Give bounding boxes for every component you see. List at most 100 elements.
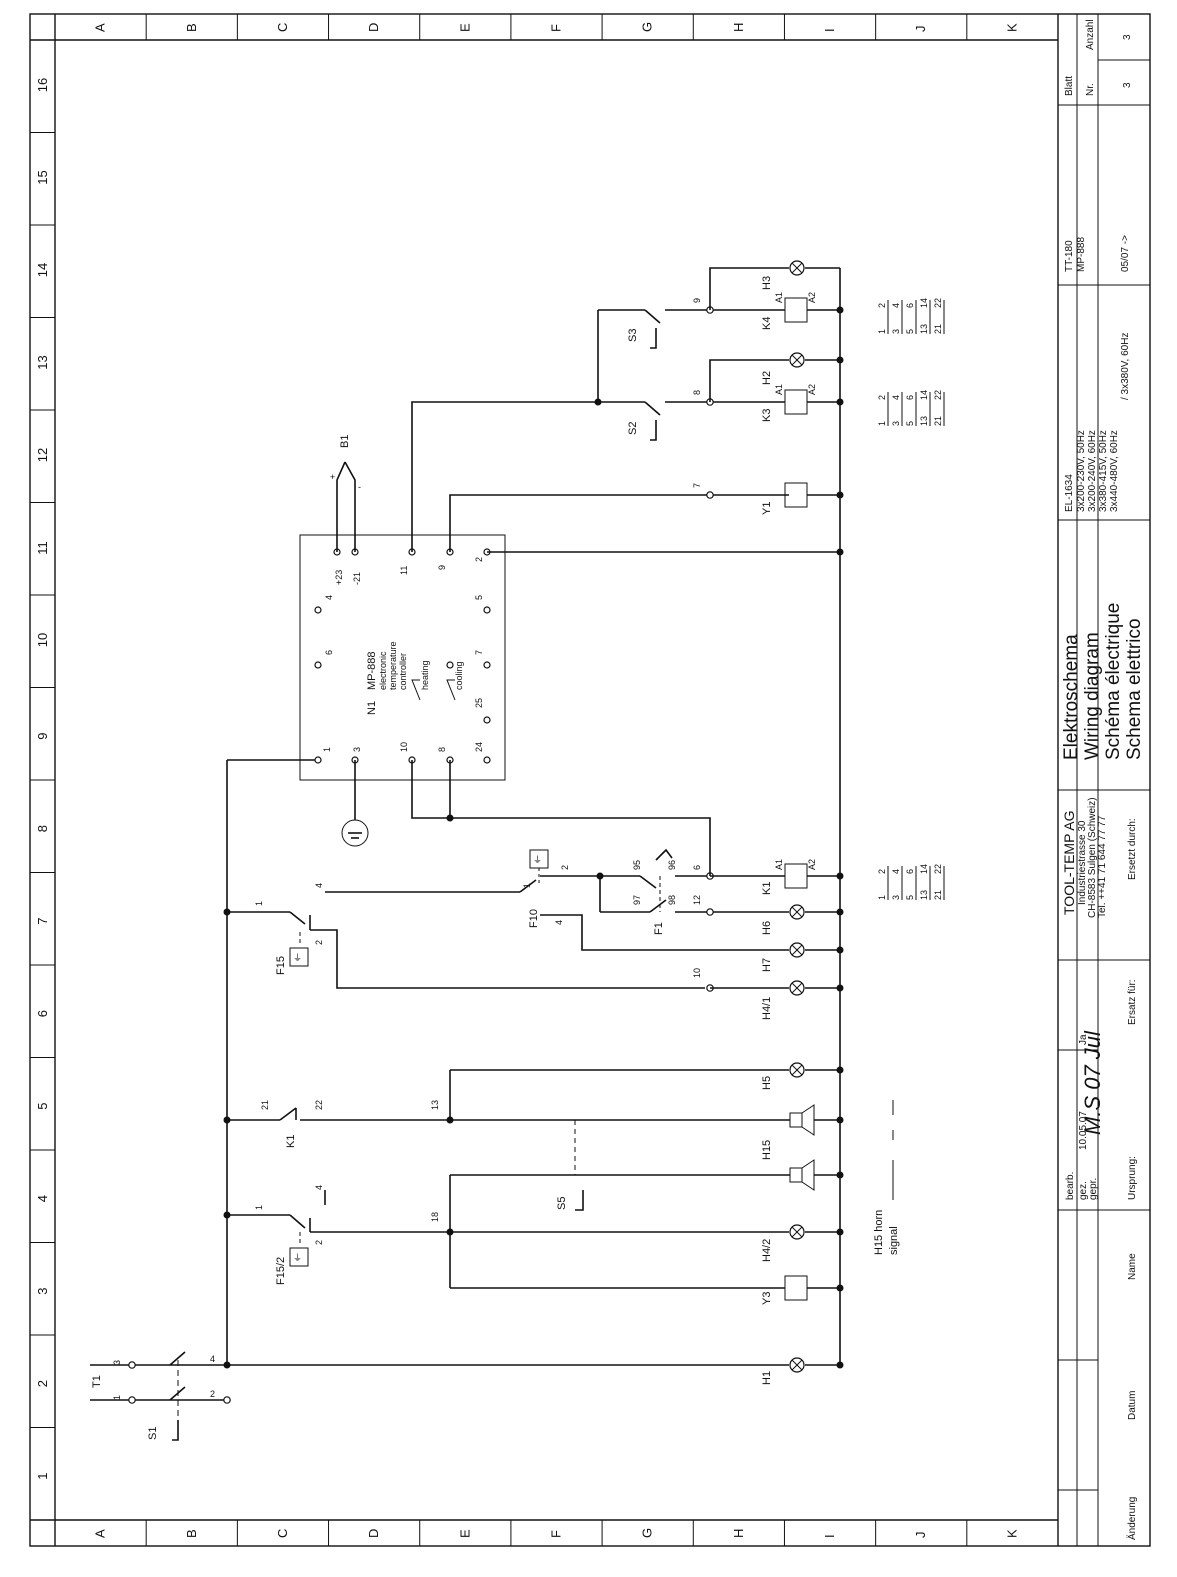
k1-a2: A2 — [807, 859, 817, 870]
aenderung-label: Änderung — [1126, 1497, 1138, 1540]
contact-13: 13 — [919, 890, 929, 900]
grid-row-bottom-D: D — [366, 1529, 381, 1538]
bearb-label: bearb. — [1065, 1172, 1076, 1200]
datum-label: Datum — [1127, 1391, 1138, 1420]
voltage-alt: / 3x380V, 60Hz — [1120, 333, 1131, 400]
wire-9: 9 — [692, 298, 702, 303]
contact-13: 13 — [919, 324, 929, 334]
wire-12: 12 — [692, 895, 702, 905]
wire-21: 21 — [260, 1100, 270, 1110]
grid-col-16: 16 — [35, 78, 50, 92]
wire-3: 3 — [112, 1360, 122, 1365]
circuit-k1-nc: K1 21 22 13 H5 — [223, 1062, 844, 1148]
label-s2: S2 — [627, 422, 639, 435]
grid-col-1: 1 — [35, 1473, 50, 1480]
contact-1: 1 — [877, 421, 887, 426]
grid-col-9: 9 — [35, 733, 50, 740]
label-h15: H15 — [761, 1140, 773, 1160]
wire-7: 7 — [692, 483, 702, 488]
contact-1: 1 — [877, 895, 887, 900]
n1-term-4: 4 — [324, 595, 334, 600]
wire-2d: 2 — [560, 865, 570, 870]
gepr-label: gepr. — [1088, 1178, 1099, 1200]
label-f1: F1 — [653, 922, 665, 935]
n1-term-24: 24 — [474, 742, 484, 752]
initials: Ja — [1078, 1034, 1089, 1045]
grid-col-11: 11 — [35, 541, 50, 555]
wire-2c: 2 — [314, 940, 324, 945]
grid-col-7: 7 — [35, 918, 50, 925]
wire-8: 8 — [692, 390, 702, 395]
wire-4c: 4 — [314, 883, 324, 888]
contact-4: 4 — [891, 869, 901, 874]
contact-21: 21 — [933, 416, 943, 426]
n1-term-11: 11 — [399, 566, 409, 575]
grid-row-bottom-A: A — [93, 1529, 108, 1538]
label-f15: F15 — [275, 956, 287, 975]
n1-term-25: 25 — [474, 698, 484, 708]
grid-row-bottom-H: H — [731, 1529, 746, 1538]
sheet-nr-label: Nr. — [1085, 83, 1096, 96]
title-en: Wiring diagram — [1082, 632, 1103, 760]
voltage-2: 3x200-240V, 60Hz — [1087, 430, 1098, 512]
sheet-count-value: 3 — [1122, 34, 1133, 40]
grid-row-I: I — [822, 28, 837, 32]
label-h7: H7 — [761, 958, 773, 972]
grid-row-A: A — [93, 23, 108, 32]
grid-row-K: K — [1004, 23, 1019, 32]
wire-10: 10 — [692, 968, 702, 978]
label-b1: B1 — [339, 435, 351, 448]
label-f10: F10 — [528, 909, 540, 928]
grid-col-15: 15 — [35, 170, 50, 184]
k4-a1: A1 — [774, 292, 784, 303]
outer-frame — [29, 13, 1151, 1547]
wire-4d: 4 — [554, 920, 564, 925]
n1-term-7: 7 — [474, 650, 484, 655]
model-tt180: TT-180 — [1064, 240, 1075, 272]
valve-y1: 7 Y1 — [692, 482, 844, 515]
sheet-nr-value: 3 — [1122, 82, 1133, 88]
grid-row-J: J — [913, 26, 928, 33]
label-h5: H5 — [761, 1076, 773, 1090]
wire-2b: 2 — [314, 1240, 324, 1245]
lamp-h1: H1 — [227, 1357, 844, 1385]
gez-label: gez. — [1078, 1181, 1089, 1200]
contact-3: 3 — [891, 895, 901, 900]
validity: 05/07 -> — [1120, 235, 1131, 272]
ersatz-fuer: Ersatz für: — [1127, 979, 1138, 1025]
wire-1c: 1 — [254, 901, 264, 906]
heating-label: heating — [420, 660, 430, 690]
label-k1-coil: K1 — [761, 882, 773, 895]
contact-14: 14 — [919, 864, 929, 874]
grid-row-D: D — [366, 23, 381, 32]
grid-col-4: 4 — [35, 1195, 50, 1202]
n1-term-3: 3 — [352, 747, 362, 752]
grid-col-13: 13 — [35, 355, 50, 369]
grid-col-14: 14 — [35, 263, 50, 277]
wire-97: 97 — [632, 895, 642, 905]
contact-4: 4 — [891, 303, 901, 308]
label-h4-1: H4/1 — [761, 997, 773, 1020]
grid-row-bottom-E: E — [457, 1529, 472, 1538]
n1-term-2: 2 — [474, 557, 484, 562]
k3-a1: A1 — [774, 384, 784, 395]
wire-6: 6 — [692, 865, 702, 870]
wire-98: 98 — [667, 895, 677, 905]
circuit-s2: S2 8 K3 A1 A2 H2 — [594, 310, 844, 441]
controller-line-4: controller — [398, 653, 408, 690]
contact-3: 3 — [891, 421, 901, 426]
b1-plus: + — [330, 472, 335, 482]
n1-term-10: 10 — [399, 742, 409, 752]
circuit-f15-2: ⏚ F15/2 1 2 4 18 H15 H4/2 Y3 H15 horn si… — [223, 1100, 900, 1305]
contact-22: 22 — [933, 298, 943, 308]
wire-22: 22 — [314, 1100, 324, 1110]
drawing-number: EL-1634 — [1064, 474, 1075, 512]
n1-term-8: 8 — [437, 747, 447, 752]
label-h4-2: H4/2 — [761, 1239, 773, 1262]
label-t1: T1 — [91, 1375, 103, 1388]
wire-96: 96 — [667, 860, 677, 870]
voltage-1: 3x200-230V, 50Hz — [1076, 430, 1087, 512]
